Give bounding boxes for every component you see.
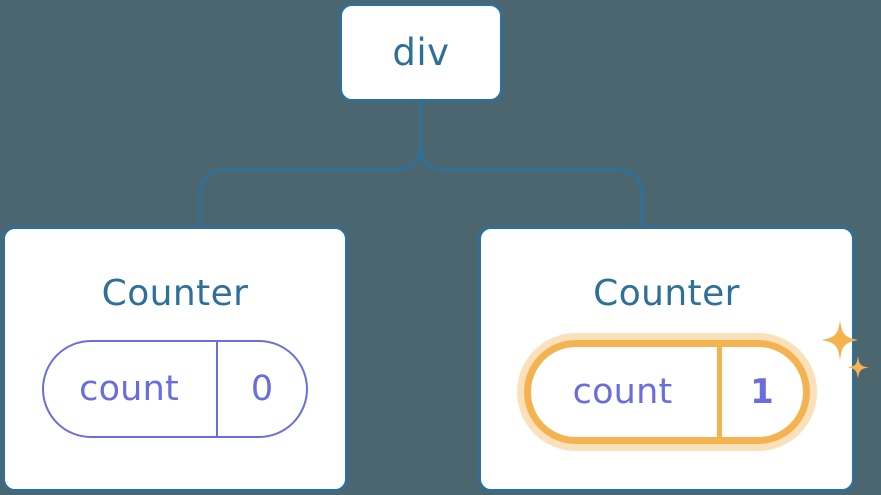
node-counter-left[interactable]: Counter count 0 <box>2 226 348 492</box>
state-key-label: count <box>572 371 673 412</box>
counter-left-state-wrap: count 0 <box>42 340 308 438</box>
state-key-cell: count <box>44 342 216 436</box>
state-key-label: count <box>79 368 179 409</box>
counter-left-title: Counter <box>101 273 249 314</box>
state-pill-count-zero[interactable]: count 0 <box>42 340 308 438</box>
sparkle-group <box>812 318 874 388</box>
connector-right-branch <box>419 100 644 228</box>
node-counter-right[interactable]: Counter count 1 <box>478 226 869 492</box>
counter-right-state-wrap: count 1 <box>523 320 869 444</box>
state-value-cell: 0 <box>216 342 306 436</box>
root-node-label: div <box>392 31 450 74</box>
counter-right-title: Counter <box>593 273 740 314</box>
state-value-label: 0 <box>250 368 274 409</box>
sparkle-small-icon <box>846 356 869 379</box>
state-value-label: 1 <box>750 372 774 412</box>
state-pill-count-one-highlighted[interactable]: count 1 <box>523 340 810 444</box>
state-value-cell: 1 <box>716 347 803 437</box>
state-key-cell: count <box>531 347 717 437</box>
connector-left-branch <box>198 100 423 228</box>
sparkle-large-icon <box>821 320 858 360</box>
node-root-div[interactable]: div <box>339 3 503 102</box>
